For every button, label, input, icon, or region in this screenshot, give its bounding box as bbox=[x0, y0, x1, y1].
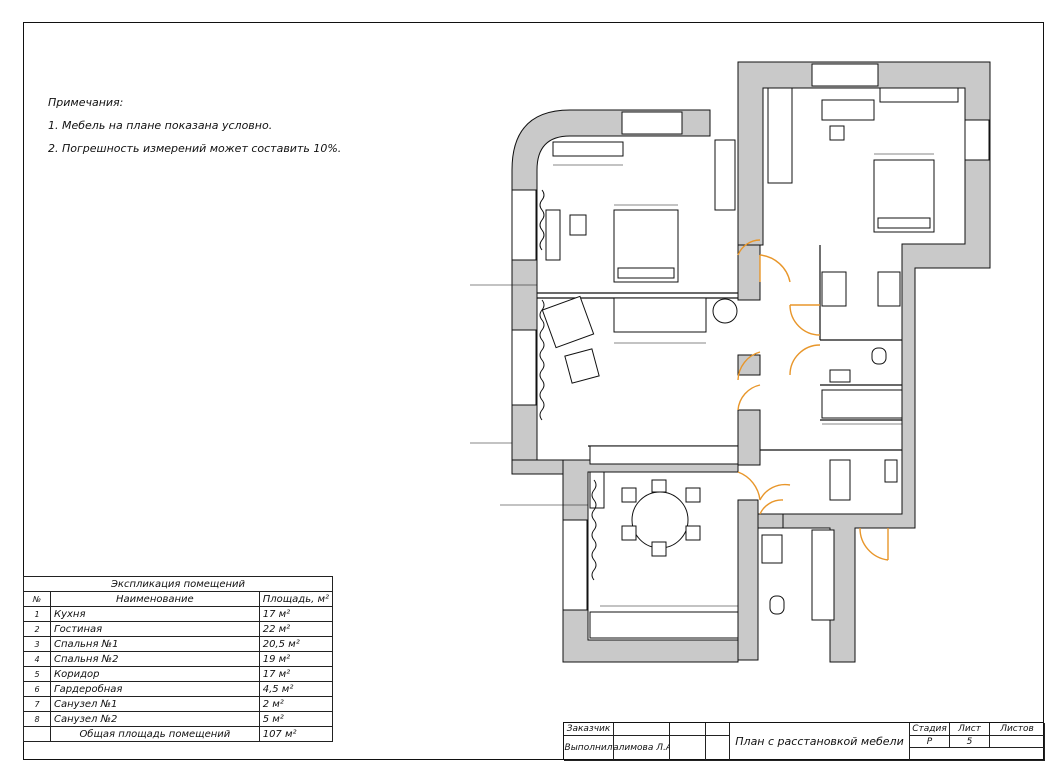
drawing-title: План с расстановкой мебели bbox=[730, 723, 910, 761]
customer-label: Заказчик bbox=[564, 723, 614, 736]
armchair bbox=[541, 295, 595, 349]
toilet-1 bbox=[871, 347, 887, 365]
total-label: Общая площадь помещений bbox=[50, 726, 260, 742]
notes-title: Примечания: bbox=[48, 96, 124, 109]
executor-label: Выполнил bbox=[564, 736, 614, 761]
total-value: 107 м² bbox=[258, 726, 334, 742]
ottoman bbox=[564, 348, 600, 384]
sofa bbox=[613, 297, 707, 333]
wardrobe-bed1 bbox=[552, 141, 624, 157]
sheet-value: 5 bbox=[950, 736, 990, 748]
kitchen-counter bbox=[589, 611, 739, 639]
title-block: Заказчик Выполнил Галимова Л.А. План с р… bbox=[563, 722, 1045, 761]
dining-table bbox=[631, 491, 689, 549]
col-area-header: Площадь, м² bbox=[258, 591, 334, 607]
wardrobe-bed2 bbox=[767, 87, 793, 184]
stage-label: Стадия bbox=[910, 723, 950, 736]
wall-corridor-left bbox=[737, 354, 761, 376]
wall-bath bbox=[757, 513, 784, 529]
col-num-header: № bbox=[23, 591, 51, 607]
wall-corridor-left bbox=[737, 409, 761, 466]
drawing-frame bbox=[23, 22, 1044, 760]
sheet-label: Лист bbox=[950, 723, 990, 736]
col-name-header: Наименование bbox=[50, 591, 260, 607]
sink bbox=[761, 534, 783, 564]
floor-plan bbox=[470, 61, 991, 663]
explication-table: Экспликация помещений № Наименование Пло… bbox=[23, 576, 334, 742]
wall-living-bottom bbox=[511, 459, 564, 475]
note-item: 2. Погрешность измерений может составить… bbox=[48, 142, 342, 156]
wall-corridor-left bbox=[737, 244, 761, 301]
stage-value: Р bbox=[910, 736, 950, 748]
explication-title: Экспликация помещений bbox=[23, 576, 333, 592]
executor-name: Галимова Л.А. bbox=[614, 736, 670, 761]
sheets-label: Листов bbox=[990, 723, 1045, 736]
walk-in-closet bbox=[821, 271, 847, 307]
tv-console bbox=[589, 445, 739, 465]
wall-bedroom1-top bbox=[511, 109, 711, 461]
bathtub bbox=[811, 529, 835, 621]
toilet-2 bbox=[769, 595, 785, 615]
desk bbox=[545, 209, 561, 261]
notes: Примечания: 1. Мебель на плане показана … bbox=[48, 96, 341, 166]
wall-kitchen-right bbox=[737, 499, 759, 661]
note-item: 1. Мебель на плане показана условно. bbox=[48, 119, 273, 133]
